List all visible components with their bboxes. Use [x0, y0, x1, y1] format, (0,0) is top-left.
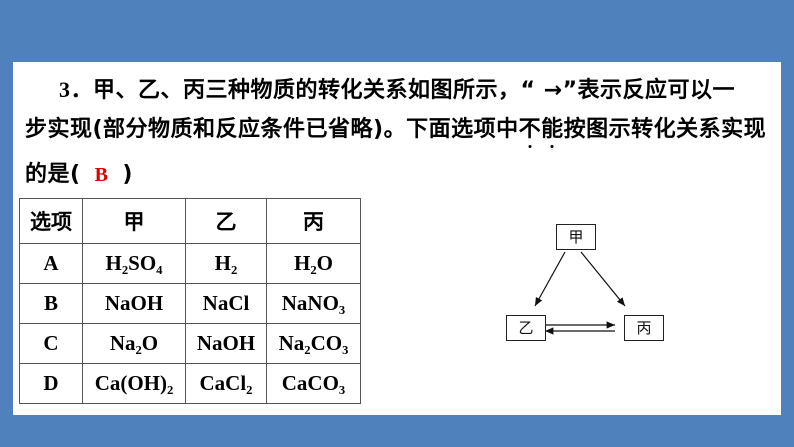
table-row: A H₂SO₄ H₂ H₂O: [19, 243, 361, 284]
question-line-1: 3．甲、乙、丙三种物质的转化关系如图所示，“ →”表示反应可以一: [59, 72, 735, 104]
emphasis-char-can: 能: [541, 117, 564, 142]
cell-jia: Ca(OH)₂: [82, 363, 186, 404]
cell-yi: NaOH: [185, 323, 267, 364]
table-header-row: 选项 甲 乙 丙: [19, 198, 361, 244]
question-line-2: 步实现(部分物质和反应条件已省略)。下面选项中不能按图示转化关系实现: [25, 111, 766, 143]
emphasis-char-not: 不: [518, 117, 542, 142]
question-stem-line-3: 的是(: [25, 162, 81, 187]
cell-yi: H₂: [185, 243, 267, 284]
header-yi: 乙: [185, 198, 267, 244]
header-bing: 丙: [266, 198, 361, 244]
question-line-3: 的是( B): [25, 156, 133, 188]
cell-bing: CaCO₃: [266, 363, 361, 404]
question-panel: 3．甲、乙、丙三种物质的转化关系如图所示，“ →”表示反应可以一 步实现(部分物…: [13, 62, 781, 415]
cell-option: D: [19, 363, 83, 404]
cell-jia: NaOH: [82, 283, 186, 324]
table-row: C Na₂O NaOH Na₂CO₃: [19, 323, 361, 364]
question-stem-line-2b: 按图示转化关系实现: [563, 117, 767, 142]
question-number: 3．: [59, 77, 94, 102]
header-jia: 甲: [82, 198, 186, 244]
cell-jia: H₂SO₄: [82, 243, 186, 284]
header-option: 选项: [19, 198, 83, 244]
diagram-arrows: [534, 251, 626, 335]
table-row: D Ca(OH)₂ CaCl₂ CaCO₃: [19, 363, 361, 404]
table-row: B NaOH NaCl NaNO₃: [19, 283, 361, 324]
cell-bing: Na₂CO₃: [266, 323, 361, 364]
question-stem-line-2a: 步实现(部分物质和反应条件已省略)。下面选项中: [25, 117, 519, 142]
cell-bing: NaNO₃: [266, 283, 361, 324]
node-jia: 甲: [556, 224, 596, 250]
cell-option: A: [19, 243, 83, 284]
cell-option: B: [19, 283, 83, 324]
cell-yi: CaCl₂: [185, 363, 267, 404]
options-table: 选项 甲 乙 丙 A H₂SO₄ H₂ H₂O B NaOH NaCl NaNO…: [19, 198, 361, 404]
question-stem-line-1: 甲、乙、丙三种物质的转化关系如图所示，“ →”表示反应可以一: [93, 78, 736, 103]
closing-paren: ): [122, 162, 133, 187]
conversion-diagram: 甲 乙 丙: [501, 220, 671, 350]
cell-yi: NaCl: [185, 283, 267, 324]
cell-option: C: [19, 323, 83, 364]
cell-jia: Na₂O: [82, 323, 186, 364]
cell-bing: H₂O: [266, 243, 361, 284]
node-bing: 丙: [624, 315, 664, 341]
node-yi: 乙: [506, 315, 546, 341]
answer-label: B: [94, 164, 109, 186]
